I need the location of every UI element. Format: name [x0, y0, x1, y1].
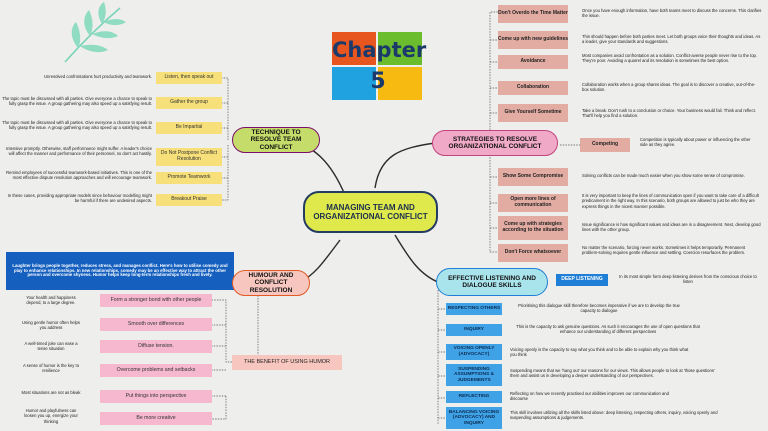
humour-item-bond[interactable]: Form a stronger bond with other people: [100, 294, 212, 307]
strategy-compromise[interactable]: Show Some Compromise: [498, 168, 568, 186]
technique-note-3: The topic must be discussed with all par…: [2, 120, 152, 131]
logo-tile-green: [378, 32, 422, 65]
strategy-avoidance-note: Most companies avoid confrontation as a …: [582, 53, 758, 64]
humour-intro: Laughter brings people together, reduces…: [6, 252, 234, 290]
chapter-word: Chapter: [332, 38, 427, 62]
listening-suspending[interactable]: SUSPENDING ASSUMPTIONS & JUDGEMENTS: [446, 364, 502, 386]
humour-note-2: Using gentle humor often helps you addre…: [22, 320, 80, 331]
humour-item-creative[interactable]: Be more creative: [100, 412, 212, 425]
technique-item-postpone[interactable]: Do Not Postpone Conflict Resolution: [156, 148, 222, 166]
technique-item-praise[interactable]: Breakout Praise: [156, 194, 222, 206]
listening-voicing[interactable]: VOICING OPENLY (ADVOCACY): [446, 344, 502, 360]
technique-note-2: The topic must be discussed with all par…: [2, 96, 152, 107]
strategy-collaboration-note: Collaboration works when a group shares …: [582, 82, 756, 93]
leaf-icon: [64, 2, 126, 63]
technique-item-impartial[interactable]: Be Impartial: [156, 122, 222, 134]
humour-node[interactable]: HUMOUR AND CONFLICT RESOLUTION: [232, 270, 310, 296]
listening-respecting[interactable]: RESPECTING OTHERS: [446, 303, 502, 315]
humour-benefit-node[interactable]: THE BENEFIT OF USING HUMOR: [232, 355, 342, 370]
technique-item-listen[interactable]: Listen, then speak out: [156, 72, 222, 84]
strategy-guidelines[interactable]: Come up with new guidelines: [498, 31, 568, 49]
technique-note-1: Unresolved confrontations hurt productiv…: [44, 74, 152, 79]
strategy-guidelines-note: This should happen before both parties m…: [582, 34, 761, 45]
strategy-competing-note: Competition is typically about power or …: [640, 137, 751, 148]
humour-note-5: Most situations are not as bleak: [21, 390, 81, 395]
chapter-logo: Chapter 5: [332, 32, 427, 102]
listening-node[interactable]: EFFECTIVE LISTENING AND DIALOGUE SKILLS: [436, 268, 548, 296]
listening-voicing-note: Voicing openly is the capacity to say wh…: [510, 347, 689, 358]
strategy-noforce-note: No matter the scenario, forcing never wo…: [582, 245, 746, 256]
strategy-timematter[interactable]: Don't Overdo the Time Matter: [498, 5, 568, 23]
technique-node[interactable]: TECHNIQUE TO RESOLVE TEAM CONFLICT: [232, 127, 320, 153]
technique-item-teamwork[interactable]: Promote Teamwork: [156, 172, 222, 184]
strategy-avoidance[interactable]: Avoidance: [498, 55, 568, 69]
strategies-node[interactable]: STRATEGIES TO RESOLVE ORGANIZATIONAL CON…: [432, 130, 558, 156]
listening-balancing-note: This skill involves utilizing all the sk…: [510, 410, 718, 421]
strategy-collaboration[interactable]: Collaboration: [498, 81, 568, 95]
listening-inquiry[interactable]: INQUIRY: [446, 324, 502, 336]
humour-note-3: A well-timed joke can ease a tense situa…: [24, 341, 78, 352]
technique-note-6: In these cases, providing appropriate mo…: [7, 193, 152, 204]
listening-inquiry-note: This is the capacity to ask genuine ques…: [516, 324, 700, 335]
strategy-situation-note: Issue significance is how significant va…: [582, 222, 761, 233]
strategy-sometime-note: Take a break. Don't rush to a conclusion…: [582, 108, 756, 119]
strategy-communication[interactable]: Open more lines of communication: [498, 194, 568, 212]
listening-reflecting[interactable]: REFLECTING: [446, 391, 502, 403]
listening-balancing[interactable]: BALANCING VOICING (ADVOCACY) AND INQUIRY: [446, 407, 502, 429]
humour-item-diffuse[interactable]: Diffuse tension.: [100, 340, 212, 353]
deep-listening[interactable]: DEEP LISTENING: [556, 274, 608, 286]
strategy-noforce[interactable]: Don't Force whatsoever: [498, 244, 568, 262]
logo-tile-red: [332, 32, 376, 65]
strategy-timematter-note: Once you have enough information, have b…: [582, 8, 762, 19]
technique-note-5: Remind employees of successful teamwork-…: [6, 170, 152, 181]
humour-note-4: A sense of humor is the key to resilienc…: [22, 363, 80, 374]
listening-reflecting-note: Reflecting on how we recently practised …: [510, 391, 669, 402]
listening-respecting-note: Prioritising this dialogue skill therefo…: [518, 303, 680, 314]
humour-note-6: Humor and playfulness can loosen you up,…: [24, 408, 78, 424]
logo-tile-yellow: [378, 67, 422, 100]
strategy-communication-note: It is very important to keep the lines o…: [582, 193, 759, 209]
chapter-number: 5: [370, 69, 386, 94]
humour-item-overcome[interactable]: Overcome problems and setbacks: [100, 364, 212, 377]
humour-note-1: Your health and happiness depend, to a l…: [26, 295, 76, 306]
strategy-compromise-note: Solving conflicts can be made much easie…: [582, 173, 745, 178]
listening-suspending-note: Suspending means that we 'hang out' our …: [510, 368, 715, 379]
humour-item-smooth[interactable]: Smooth over differences: [100, 318, 212, 331]
technique-item-gather[interactable]: Gather the group: [156, 97, 222, 109]
strategy-situation[interactable]: Come up with strategies according to the…: [498, 216, 568, 240]
deep-listening-note: In its most simple form deep listening d…: [619, 274, 757, 285]
strategy-sometime[interactable]: Give Yourself Sometime: [498, 104, 568, 122]
technique-note-4: Intensive promptly. Otherwise, staff per…: [5, 146, 152, 157]
humour-item-perspective[interactable]: Put things into perspective: [100, 390, 212, 403]
logo-tile-blue: [332, 67, 376, 100]
central-topic[interactable]: MANAGING TEAM AND ORGANIZATIONAL CONFLIC…: [303, 191, 438, 233]
strategy-competing[interactable]: Competing: [580, 138, 630, 152]
